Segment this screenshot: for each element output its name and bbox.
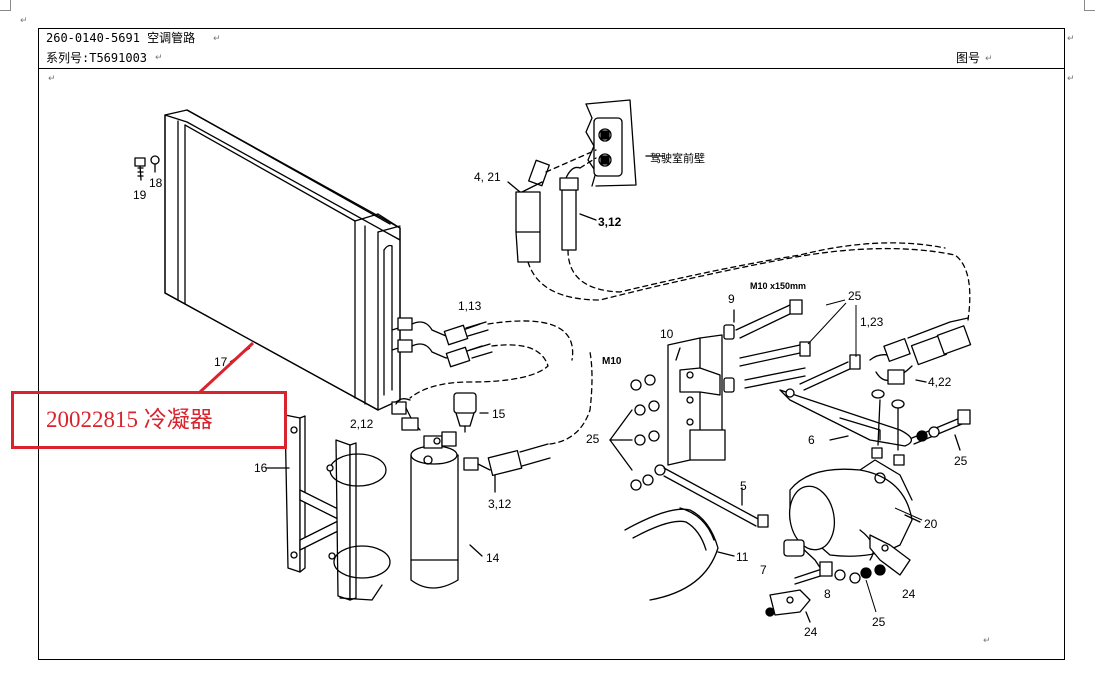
label-6: 6 <box>808 433 815 447</box>
receiver-drier-14 <box>410 431 483 589</box>
label-1-13: 1,13 <box>458 299 482 313</box>
fitting-2-12 <box>391 398 421 431</box>
hose-4-21 <box>507 159 550 263</box>
paragraph-mark-icon: ↵ <box>1067 34 1075 44</box>
label-m10x150: M10 x150mm <box>750 281 806 291</box>
label-25-left: 25 <box>586 432 600 446</box>
label-11: 11 <box>736 550 749 564</box>
label-10: 10 <box>660 327 674 341</box>
label-14: 14 <box>486 551 500 565</box>
label-3-12-top: 3,12 <box>598 215 622 229</box>
label-19: 19 <box>133 188 147 202</box>
part-labels: 4, 21 3,12 驾驶室前壁 1,13 2,12 15 3,12 14 16… <box>133 151 968 639</box>
hose-dash-runs <box>409 149 971 445</box>
hose-3-12-top <box>559 166 597 251</box>
hose-3-12-bottom <box>463 443 551 493</box>
nuts-washers-m10 <box>609 374 660 491</box>
label-25-bottom: 25 <box>872 615 886 629</box>
paragraph-mark-icon: ↵ <box>985 54 993 64</box>
bolts-m10x150 <box>723 299 861 393</box>
cab-front-wall-bracket <box>585 99 665 187</box>
label-cab-front-wall: 驾驶室前壁 <box>650 151 705 165</box>
part-number-title: 260-0140-5691 空调管路 <box>46 31 196 45</box>
adjusting-rod-5 <box>654 464 769 528</box>
label-24-right: 24 <box>902 587 916 601</box>
engine-pulley-11 <box>624 507 735 601</box>
paragraph-mark-icon: ↵ <box>155 53 163 63</box>
pivot-bolt-7-8 <box>794 561 886 585</box>
header-divider <box>38 68 1065 69</box>
mounting-bracket-10 <box>667 334 726 466</box>
bolt-19 <box>134 157 146 181</box>
label-9: 9 <box>728 292 735 306</box>
pressure-switch-15 <box>453 392 489 433</box>
label-17: 17 <box>214 355 228 369</box>
condenser-fittings <box>397 317 493 368</box>
paragraph-mark-icon: ↵ <box>48 74 56 84</box>
series-number: 系列号:T5691003 <box>46 51 148 65</box>
label-24-bottom: 24 <box>804 625 818 639</box>
fittings-1-23-4-22 <box>869 317 972 451</box>
page-corner-mark-right <box>1084 0 1095 11</box>
label-4-21: 4, 21 <box>474 170 501 184</box>
callout-leader <box>198 341 255 394</box>
drawing-number-label: 图号 <box>956 51 981 65</box>
paragraph-mark-icon: ↵ <box>1067 74 1075 84</box>
condenser <box>164 109 406 411</box>
label-25-right: 25 <box>954 454 968 468</box>
label-3-12-bottom: 3,12 <box>488 497 512 511</box>
condenser-callout-box <box>11 391 287 449</box>
label-5: 5 <box>740 479 747 493</box>
condenser-callout-text: 20022815 冷凝器 <box>46 407 213 432</box>
label-18: 18 <box>149 176 163 190</box>
adjusting-link-6 <box>779 388 912 447</box>
label-m10: M10 <box>602 356 622 367</box>
label-1-23: 1,23 <box>860 315 884 329</box>
paragraph-mark-icon: ↵ <box>20 16 28 26</box>
bolt-25-right <box>911 409 971 451</box>
label-2-12: 2,12 <box>350 417 374 431</box>
bracket-24-bottom <box>765 589 811 623</box>
paragraph-mark-icon: ↵ <box>213 34 221 44</box>
bracket-24-right <box>869 534 911 576</box>
label-15: 15 <box>492 407 506 421</box>
label-20: 20 <box>924 517 938 531</box>
label-4-22: 4,22 <box>928 375 952 389</box>
page-corner-mark-left <box>0 0 11 11</box>
bracket-16 <box>265 414 391 601</box>
document-table-frame <box>38 28 1065 660</box>
label-7: 7 <box>760 563 767 577</box>
label-25-top: 25 <box>848 289 862 303</box>
label-16: 16 <box>254 461 268 475</box>
label-8: 8 <box>824 587 831 601</box>
paragraph-mark-icon: ↵ <box>983 636 991 646</box>
bolt-18 <box>150 155 160 173</box>
